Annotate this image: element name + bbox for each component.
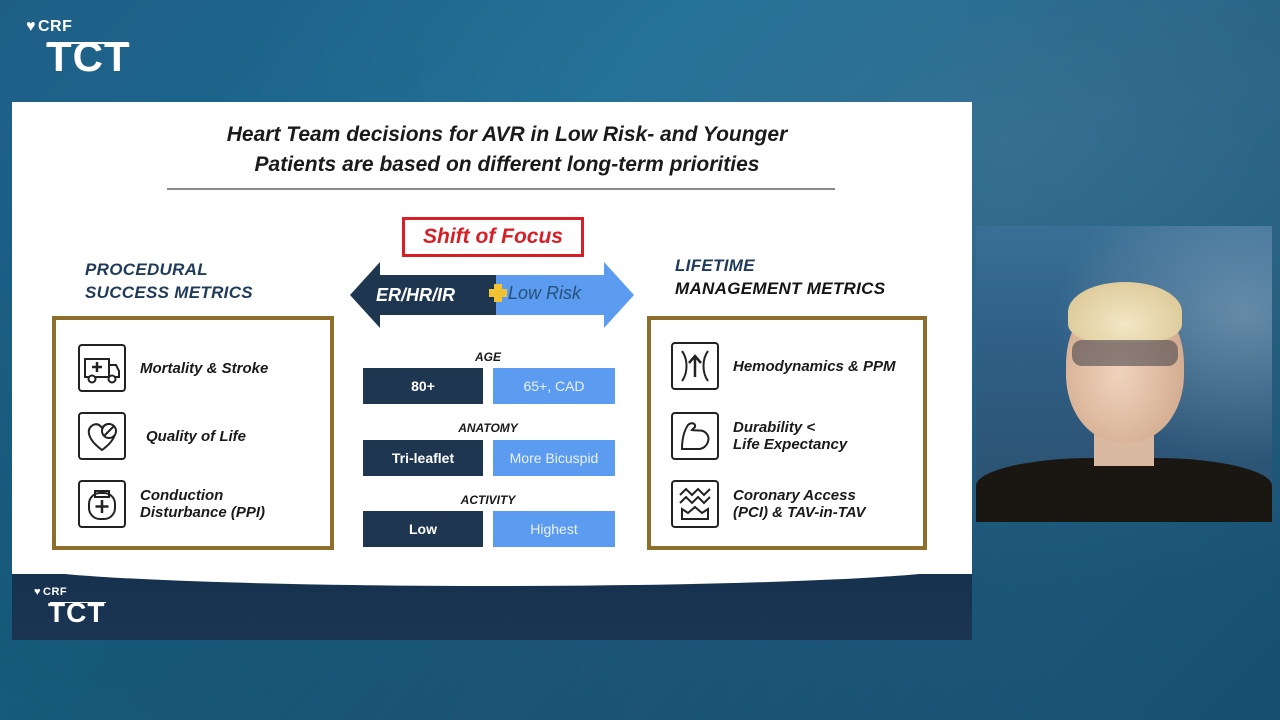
logo-rule: [50, 602, 106, 603]
valve-flow-icon: [671, 342, 719, 390]
metric-durability: Durability < Life Expectancy: [671, 412, 847, 460]
heart-icon: ♥: [34, 586, 42, 598]
anatomy-left-value: Tri-leaflet: [363, 440, 483, 476]
durability-label: Durability < Life Expectancy: [733, 419, 848, 453]
slide-footer: [12, 564, 972, 640]
muscle-arm-icon: [671, 412, 719, 460]
lifetime-metrics-panel: Hemodynamics & PPM Durability < Life Exp…: [647, 316, 927, 550]
metric-mortality-stroke: Mortality & Stroke: [78, 344, 268, 392]
pacemaker-icon: [78, 480, 126, 528]
lifetime-heading: LIFETIME MANAGEMENT METRICS: [675, 256, 886, 298]
heart-pulse-icon: [78, 412, 126, 460]
right-arrow: [496, 262, 634, 328]
slide-title: Heart Team decisions for AVR in Low Risk…: [226, 123, 788, 176]
arrow-left-label: ER/HR/IR: [376, 285, 456, 305]
conduction-label: Conduction Disturbance (PPI): [140, 487, 266, 521]
presentation-slide: Heart Team decisions for AVR in Low Risk…: [12, 102, 972, 640]
procedural-heading: PROCEDURAL SUCCESS METRICS: [85, 260, 253, 302]
logo-rule: [48, 42, 128, 44]
metric-hemodynamics: Hemodynamics & PPM: [671, 342, 896, 390]
tct-logo: ♥ CRF TCT: [26, 18, 136, 88]
title-divider: [167, 188, 835, 190]
category-age: AGE: [474, 350, 501, 364]
speaker-glasses: [1072, 340, 1178, 366]
age-right-value: 65+, CAD: [493, 368, 615, 404]
metric-quality-of-life: Quality of Life: [78, 412, 246, 460]
heart-icon: ♥: [26, 18, 36, 35]
activity-right-value: Highest: [493, 511, 615, 547]
age-left-value: 80+: [363, 368, 483, 404]
anatomy-right-value: More Bicuspid: [493, 440, 615, 476]
plus-icon: [489, 284, 507, 302]
category-anatomy: ANATOMY: [458, 421, 518, 435]
crf-mark: ♥ CRF: [26, 18, 73, 35]
category-activity: ACTIVITY: [460, 493, 516, 507]
metric-conduction-disturbance: Conduction Disturbance (PPI): [78, 480, 265, 528]
ambulance-icon: [78, 344, 126, 392]
shift-of-focus-label: Shift of Focus: [402, 217, 584, 257]
procedural-metrics-panel: Mortality & Stroke Quality of Life: [52, 316, 334, 550]
arrow-right-label: Low Risk: [508, 283, 582, 303]
activity-left-value: Low: [363, 511, 483, 547]
shift-arrows: [350, 262, 634, 328]
coronary-label: Coronary Access (PCI) & TAV-in-TAV: [733, 487, 866, 521]
speaker-webcam: [976, 226, 1272, 522]
coronary-access-icon: [671, 480, 719, 528]
speaker-shirt: [976, 458, 1272, 522]
left-arrow: [350, 262, 496, 328]
metric-coronary-access: Coronary Access (PCI) & TAV-in-TAV: [671, 480, 865, 528]
slide-tct-logo: ♥ CRF TCT: [34, 586, 106, 628]
